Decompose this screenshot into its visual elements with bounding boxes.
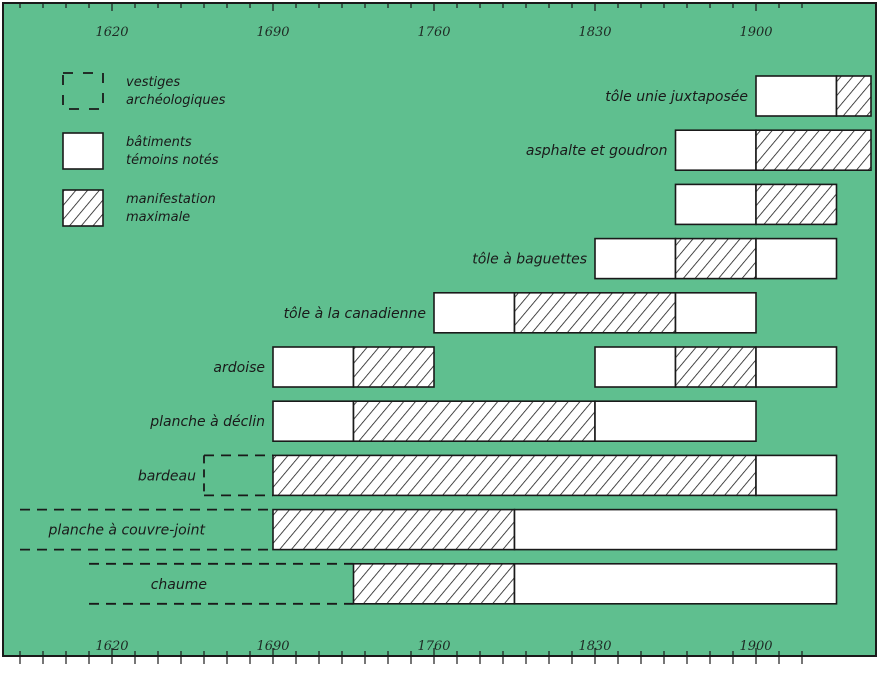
bottom-axis-ticks: 1620 1690 1760 1830 1900 (19, 639, 803, 664)
legend-label: maximale (126, 210, 190, 225)
row-label: tôle unie juxtaposée (605, 89, 748, 105)
segment-maximum (755, 129, 872, 171)
row-label: chaume (151, 577, 207, 593)
segment-witness (594, 346, 677, 388)
legend-item-dashed: vestiges archéologiques (62, 72, 226, 110)
legend-item-hatched: manifestation maximale (62, 189, 216, 227)
legend-label: témoins notés (126, 153, 219, 168)
segment-maximum (835, 75, 872, 117)
segment-maximum (352, 346, 435, 388)
segment-maximum (674, 237, 757, 280)
legend-label: bâtiments (126, 135, 192, 150)
row-label: planche à déclin (149, 414, 265, 430)
tick-label-top: 1690 (256, 25, 289, 40)
segment-witness (272, 346, 355, 388)
legend-swatch-plain (62, 132, 104, 170)
timeline-row (594, 237, 838, 280)
segment-witness (594, 400, 757, 443)
segment-witness (755, 346, 838, 388)
segment-witness (755, 75, 838, 117)
tick-label-top: 1900 (739, 25, 772, 40)
segment-witness (674, 183, 757, 226)
segment-witness (755, 454, 838, 497)
segment-witness (513, 508, 838, 551)
row-label: ardoise (213, 360, 265, 376)
legend: vestiges archéologiques bâtiments témoins n… (62, 72, 226, 227)
timeline-row (674, 183, 838, 226)
top-axis-ticks: 1620 1690 1760 1830 1900 (19, 3, 803, 40)
row-label: bardeau (138, 468, 196, 484)
timeline-rows: tôle unie juxtaposée asphalte et goudron t… (20, 75, 872, 605)
legend-swatch-hatched (62, 189, 104, 227)
timeline-row (755, 75, 872, 117)
segment-maximum (352, 562, 516, 605)
tick-label-top: 1760 (417, 25, 450, 40)
tick-label-top: 1830 (578, 25, 611, 40)
row-label: tôle à la canadienne (284, 306, 426, 322)
legend-label: archéologiques (126, 93, 226, 108)
row-label: planche à couvre-joint (48, 523, 206, 539)
segment-maximum (352, 400, 596, 443)
row-label: asphalte et goudron (526, 143, 668, 159)
segment-maximum (272, 508, 516, 551)
legend-label: vestiges (126, 75, 180, 90)
segment-witness (674, 129, 757, 171)
segment-maximum (755, 183, 838, 226)
timeline-row (674, 129, 872, 171)
legend-label: manifestation (126, 192, 216, 207)
tick-label-bottom: 1620 (95, 639, 128, 654)
timeline-row (433, 291, 757, 334)
segment-witness (674, 291, 757, 334)
tick-label-bottom: 1830 (578, 639, 611, 654)
segment-maximum (674, 346, 757, 388)
timeline-row (89, 562, 838, 605)
legend-swatch-dashed (62, 72, 104, 110)
segment-witness (272, 400, 355, 443)
tick-label-bottom: 1690 (256, 639, 289, 654)
legend-item-plain: bâtiments témoins notés (62, 132, 219, 170)
row-label: tôle à baguettes (472, 252, 587, 268)
segment-witness (594, 237, 677, 280)
timeline-row (272, 346, 838, 388)
tick-label-bottom: 1760 (417, 639, 450, 654)
tick-label-top: 1620 (95, 25, 128, 40)
timeline-row (203, 454, 838, 497)
tick-label-bottom: 1900 (739, 639, 772, 654)
segment-maximum (272, 454, 757, 497)
timeline-row (272, 400, 757, 443)
segment-witness (433, 291, 516, 334)
segment-maximum (513, 291, 677, 334)
timeline-row (20, 508, 838, 551)
segment-witness (755, 237, 838, 280)
segment-witness (513, 562, 838, 605)
